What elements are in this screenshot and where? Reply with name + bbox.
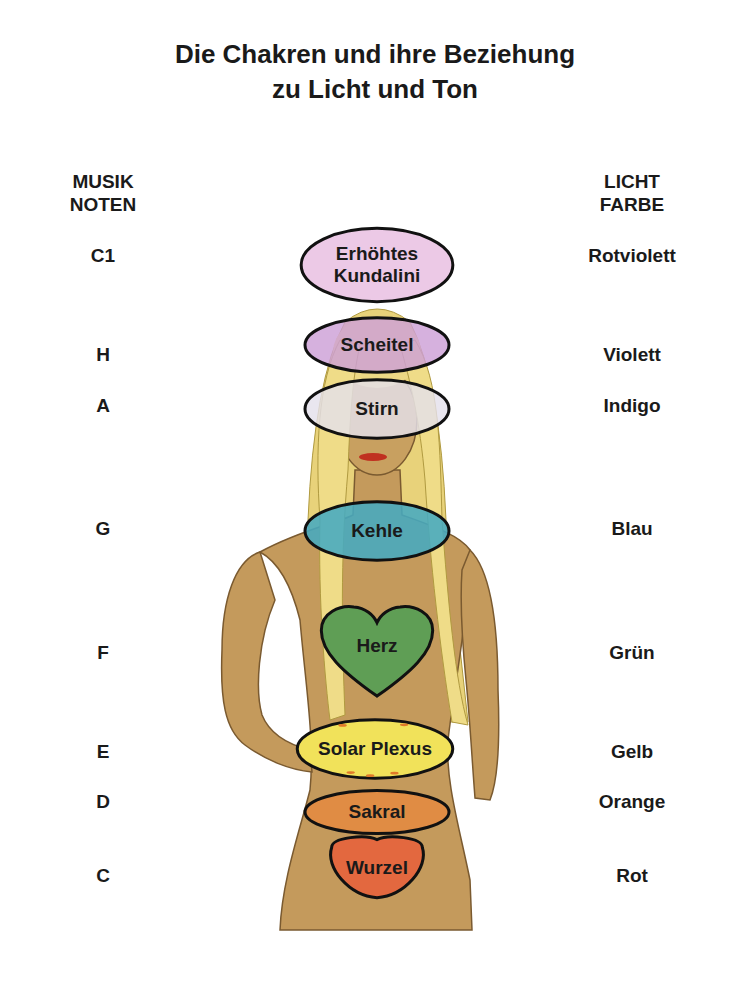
chakra-name: Stirn bbox=[355, 398, 398, 420]
chakra-name: Wurzel bbox=[346, 857, 408, 879]
column-header: MUSIK NOTEN bbox=[55, 171, 151, 217]
chakra-shape: Kehle bbox=[302, 500, 452, 562]
chakra-shape: Herz bbox=[319, 603, 435, 701]
column-header: LICHT FARBE bbox=[584, 171, 680, 217]
light-color: Orange bbox=[552, 791, 712, 814]
light-color: Rotviolett bbox=[552, 245, 712, 268]
music-note: D bbox=[23, 791, 183, 814]
chakra-name: Herz bbox=[356, 635, 397, 657]
light-color: Indigo bbox=[552, 395, 712, 418]
music-note: G bbox=[23, 518, 183, 541]
chakra-shape: Wurzel bbox=[323, 833, 431, 899]
chakra-shape: Sakral bbox=[302, 789, 452, 835]
chakra-shape: Solar Plexus bbox=[294, 718, 456, 780]
light-color: Blau bbox=[552, 518, 712, 541]
music-note: A bbox=[23, 395, 183, 418]
music-note: C bbox=[23, 865, 183, 888]
light-color: Gelb bbox=[552, 741, 712, 764]
chakra-name: Solar Plexus bbox=[318, 738, 432, 760]
chakra-name: Kehle bbox=[351, 520, 403, 542]
chakra-name: Erhöhtes Kundalini bbox=[314, 243, 440, 287]
music-note: E bbox=[23, 741, 183, 764]
music-note: H bbox=[23, 344, 183, 367]
chakra-name: Scheitel bbox=[341, 334, 414, 356]
chakra-name: Sakral bbox=[348, 801, 405, 823]
chakra-shape: Erhöhtes Kundalini bbox=[298, 226, 456, 304]
light-color: Violett bbox=[552, 344, 712, 367]
music-note: F bbox=[23, 642, 183, 665]
light-color: Rot bbox=[552, 865, 712, 888]
light-color: Grün bbox=[552, 642, 712, 665]
chakra-shape: Stirn bbox=[302, 378, 452, 440]
chakra-shape: Scheitel bbox=[302, 316, 452, 374]
music-note: C1 bbox=[23, 245, 183, 268]
diagram-title: Die Chakren und ihre Beziehung zu Licht … bbox=[160, 37, 590, 107]
